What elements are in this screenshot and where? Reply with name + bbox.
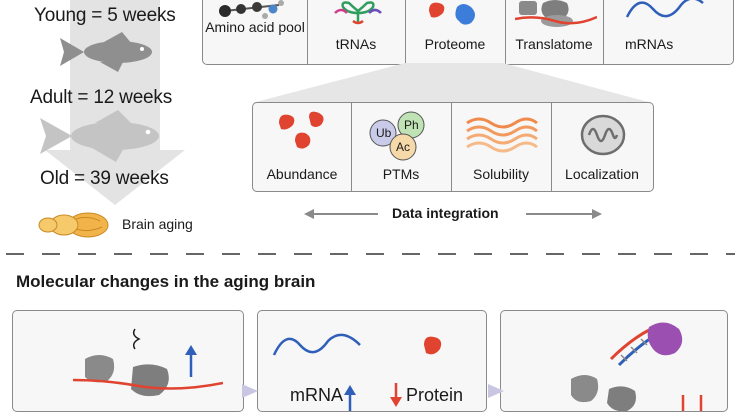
brain-aging-label: Brain aging xyxy=(122,216,193,232)
ptm-ph: Ph xyxy=(404,118,419,132)
bottom-panel-dna-binding xyxy=(500,310,728,412)
omics-label-translatome: Translatome xyxy=(515,36,593,52)
feature-label-localization: Localization xyxy=(565,166,639,182)
bottom-flow-arrows xyxy=(242,384,504,398)
old-age-label: Old = 39 weeks xyxy=(40,168,169,189)
feature-cell-localization: Localization xyxy=(551,103,653,191)
omics-label-mrnas: mRNAs xyxy=(625,36,674,52)
ptm-ub: Ub xyxy=(376,126,392,140)
feature-label-abundance: Abundance xyxy=(266,166,338,182)
section-divider xyxy=(6,253,735,255)
old-fish-icon xyxy=(40,110,159,162)
omics-cell-amino-acid: Amino acid pool xyxy=(203,0,308,64)
bottom-protein-icon xyxy=(424,336,442,355)
proteome-expansion-connector xyxy=(252,63,652,103)
omics-cell-trnas: tRNAs xyxy=(307,0,406,64)
brain-icon xyxy=(38,212,109,238)
ptm-icon xyxy=(369,111,425,161)
ptm-ac: Ac xyxy=(396,140,411,154)
omics-cell-proteome: Proteome xyxy=(405,0,506,64)
section-title: Molecular changes in the aging brain xyxy=(16,272,316,291)
adult-age-label: Adult = 12 weeks xyxy=(30,87,173,108)
omics-label-trnas: tRNAs xyxy=(335,36,377,52)
bottom-panel-ribosome xyxy=(12,310,244,412)
feature-cell-solubility: Solubility xyxy=(451,103,552,191)
feature-cell-ptms: Ub Ph Ac PTMs xyxy=(351,103,452,191)
mitochondrion-icon xyxy=(580,114,626,156)
proteome-icon xyxy=(429,2,475,25)
omics-cell-translatome: Translatome xyxy=(505,0,604,64)
feature-label-solubility: Solubility xyxy=(472,166,530,182)
data-integration-arrow xyxy=(304,209,602,219)
omics-panel: Amino acid pool tRNAs Proteome Translato… xyxy=(202,0,734,65)
proteome-features-panel: Abundance Ub Ph Ac PTMs Solubility Local… xyxy=(252,102,654,192)
data-integration-label: Data integration xyxy=(392,205,499,221)
omics-label-proteome: Proteome xyxy=(424,36,486,52)
bottom-mrna-wave-icon xyxy=(272,333,361,356)
young-age-label: Young = 5 weeks xyxy=(34,5,176,26)
stalled-ribosome-icon xyxy=(73,328,223,397)
solubility-icon xyxy=(466,117,538,153)
amino-acid-icon xyxy=(219,0,284,19)
feature-label-ptms: PTMs xyxy=(382,166,420,182)
young-fish-icon xyxy=(60,32,152,72)
feature-cell-abundance: Abundance xyxy=(253,103,352,191)
trna-icon xyxy=(334,1,382,25)
omics-cell-mrnas: mRNAs xyxy=(603,0,733,64)
timeline-graphics xyxy=(40,0,185,205)
translatome-icon xyxy=(515,0,597,27)
omics-label-amino-acid: Amino acid pool xyxy=(205,19,305,35)
abundance-icon xyxy=(279,111,324,149)
dna-ribosome-icon xyxy=(571,322,703,411)
mrna-wave-icon xyxy=(625,0,704,18)
